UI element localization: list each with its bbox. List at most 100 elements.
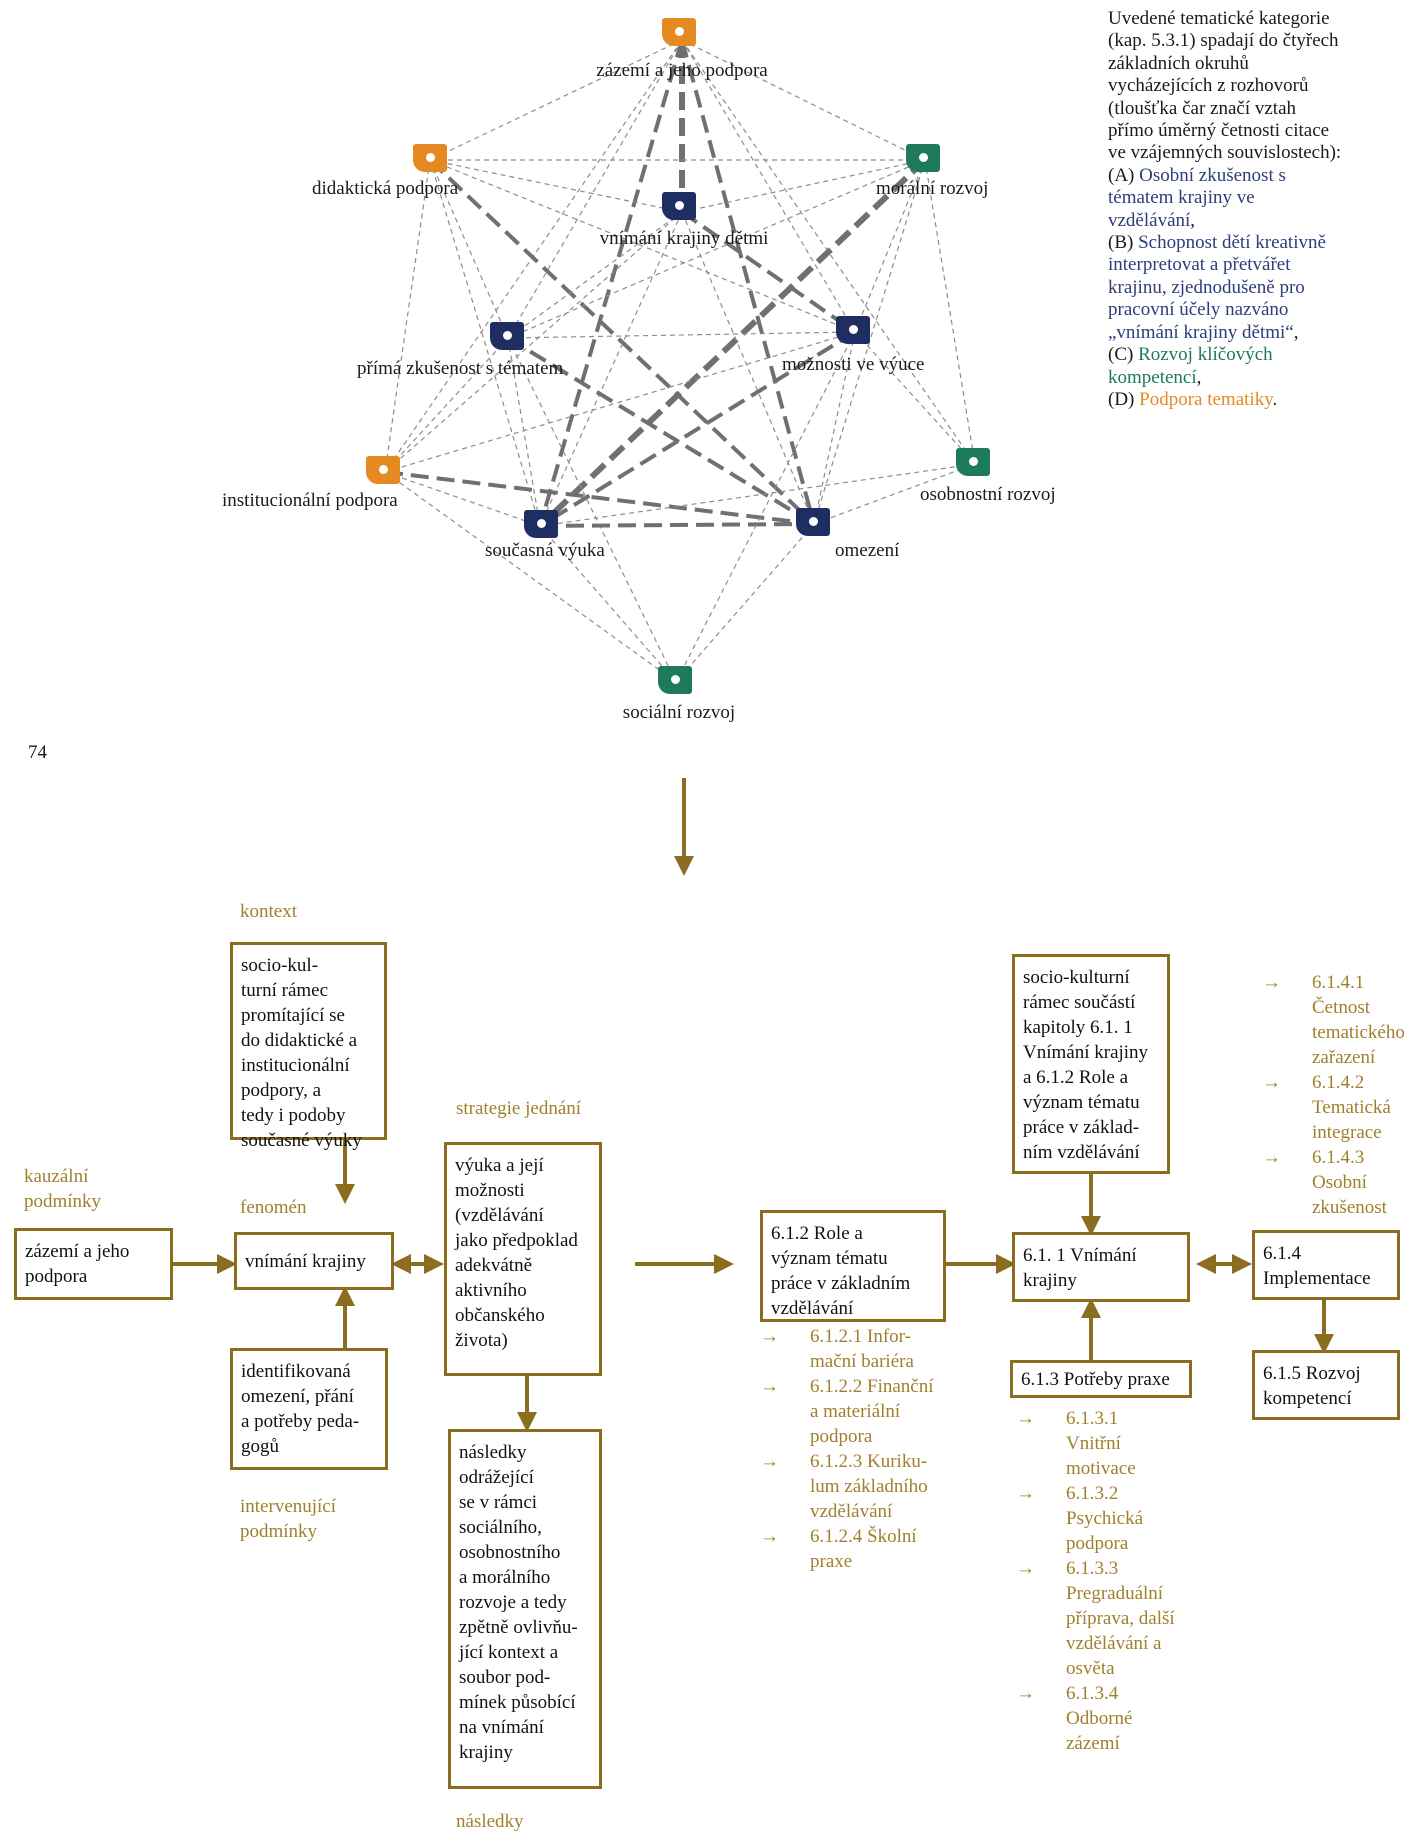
- list-item-text: 6.1.2.4 Školní praxe: [810, 1526, 917, 1572]
- node-moznosti-label: možnosti ve výuce: [782, 354, 925, 375]
- edge-omezeni-socialni: [675, 523, 815, 683]
- label-intervenujici: intervenující podmínky: [240, 1496, 337, 1542]
- edge-moznosti-socialni: [675, 331, 856, 683]
- box-role: 6.1.2 Role a význam tématu práce v zákla…: [760, 1210, 946, 1322]
- list-item: → 6.1.3.4 Odborné zázemí: [1016, 1681, 1206, 1756]
- node-moralni-icon: [906, 144, 940, 172]
- category-network: [384, 39, 976, 683]
- list-item: → 6.1.3.3 Pregraduální příprava, další vz…: [1016, 1556, 1206, 1681]
- node-zazemi-label: zázemí a jeho podpora: [596, 60, 768, 81]
- node-moralni-label: morální rozvoj: [876, 178, 989, 199]
- list-item: → 6.1.2.4 Školní praxe: [760, 1524, 960, 1574]
- category-c-text: Rozvoj klíčových kompetencí: [1108, 344, 1273, 388]
- edge-zazemi-moznosti: [681, 39, 856, 333]
- page-number: 74: [28, 742, 47, 763]
- node-socialni-label: sociální rozvoj: [622, 702, 736, 723]
- list-item-text: 6.1.2.3 Kuriku- lum základního vzděláván…: [810, 1451, 928, 1522]
- edge-moralni-vnimani: [681, 159, 926, 213]
- edge-didakticka-omezeni: [428, 158, 816, 526]
- edge-zazemi-didakticka: [429, 39, 683, 161]
- node-socialni-icon: [658, 666, 692, 694]
- list-item: → 6.1.2.1 Infor- mační bariéra: [760, 1324, 960, 1374]
- box-implementace: 6.1.4 Implementace: [1252, 1230, 1400, 1300]
- box-rozvoj: 6.1.5 Rozvoj kompetencí: [1252, 1350, 1400, 1420]
- node-vnimani-label: vnímání krajiny dětmi: [599, 228, 769, 249]
- edge-didakticka-vnimani: [429, 159, 683, 213]
- edge-vnimani-omezeni: [681, 211, 815, 525]
- list-item-text: 6.1.4.3 Osobní zkušenost: [1312, 1147, 1387, 1218]
- edge-vnimani-moznosti: [680, 210, 857, 334]
- edge-moznosti-institucionalni: [384, 331, 856, 473]
- box-vnimani-611: 6.1. 1 Vnímání krajiny: [1012, 1232, 1190, 1302]
- edge-moznosti-omezeni: [813, 331, 856, 525]
- edge-omezeni-osobnostni: [813, 463, 976, 525]
- edge-moralni-prima: [507, 159, 926, 339]
- list-item: → 6.1.3.2 Psychická podpora: [1016, 1481, 1206, 1556]
- list-item-text: 6.1.3.1 Vnitřní motivace: [1066, 1408, 1136, 1479]
- box-vnimani: vnímání krajiny: [234, 1232, 394, 1290]
- list-item-text: 6.1.2.1 Infor- mační bariéra: [810, 1326, 914, 1372]
- edge-vnimani-institucionalni: [384, 211, 683, 473]
- edge-zazemi-omezeni: [680, 39, 816, 525]
- edge-didakticka-moznosti: [429, 159, 856, 333]
- arrow-icon: →: [760, 1376, 779, 1397]
- arrow-icon: →: [1016, 1683, 1035, 1704]
- edge-prima-socialni: [507, 337, 677, 683]
- edge-zazemi-soucasna: [538, 39, 684, 527]
- list-item: →6.1.4.3 Osobní zkušenost: [1262, 1145, 1420, 1220]
- box-context: socio-kul- turní rámec promítající se do…: [230, 942, 387, 1151]
- box-vyuka: výuka a její možnosti (vzdělávání jako p…: [444, 1142, 602, 1376]
- arrow-icon: →: [760, 1326, 779, 1347]
- edge-moralni-soucasna: [537, 157, 928, 529]
- arrow-icon: →: [1016, 1558, 1035, 1579]
- edge-moznosti-osobnostni: [854, 331, 976, 465]
- label-strategie: strategie jednání: [456, 1098, 582, 1119]
- node-omezeni-label: omezení: [835, 540, 900, 561]
- label-kontext: kontext: [240, 901, 297, 922]
- node-omezeni-icon: [796, 508, 830, 536]
- edge-didakticka-institucionalni: [384, 159, 431, 473]
- edge-prima-omezeni: [506, 336, 816, 526]
- category-d-text: Podpora tematiky: [1139, 388, 1273, 410]
- node-soucasna-icon: [524, 510, 558, 538]
- sublist-role: →6.1.2.1 Infor- mační bariéra→6.1.2.2 Fi…: [760, 1324, 960, 1574]
- arrow-icon: →: [1016, 1483, 1035, 1504]
- arrow-icon: →: [1262, 1072, 1281, 1093]
- list-item: →6.1.4.2 Tematická integrace: [1262, 1070, 1420, 1145]
- edge-soucasna-omezeni: [539, 522, 815, 528]
- node-vnimani-icon: [662, 192, 696, 220]
- category-a-text: Osobní zkušenost s tématem krajiny ve vz…: [1108, 164, 1286, 231]
- edge-soucasna-osobnostni: [539, 463, 976, 527]
- category-b-text: Schopnost dětí kreativně interpretovat a…: [1108, 232, 1326, 343]
- arrow-icon: →: [760, 1451, 779, 1472]
- edge-vnimani-soucasna: [539, 211, 683, 527]
- node-institucionalni-icon: [366, 456, 400, 484]
- description-intro: Uvedené tematické kategorie (kap. 5.3.1)…: [1108, 8, 1342, 164]
- arrow-icon: →: [760, 1526, 779, 1547]
- edge-institucionalni-omezeni: [384, 470, 815, 526]
- arrow-icon: →: [1016, 1408, 1035, 1429]
- list-item-text: 6.1.3.4 Odborné zázemí: [1066, 1683, 1133, 1754]
- node-osobnostni-icon: [956, 448, 990, 476]
- node-institucionalni-label: institucionální podpora: [222, 490, 398, 511]
- list-item: → 6.1.3.1 Vnitřní motivace: [1016, 1406, 1206, 1481]
- network-description: Uvedené tematické kategorie (kap. 5.3.1)…: [1108, 8, 1342, 410]
- edge-institucionalni-soucasna: [384, 471, 541, 527]
- label-nasledky: následky: [456, 1811, 524, 1832]
- sublist-potreby: → 6.1.3.1 Vnitřní motivace → 6.1.3.2 Psychi…: [1016, 1406, 1206, 1756]
- list-item-text: 6.1.4.1 Četnost tematického zařazení: [1312, 972, 1405, 1068]
- list-item-text: 6.1.3.2 Psychická podpora: [1066, 1483, 1144, 1554]
- edge-moznosti-soucasna: [538, 330, 857, 528]
- edge-zazemi-moralni: [681, 39, 926, 161]
- box-omezeni: identifikovaná omezení, přání a potřeby …: [230, 1348, 388, 1470]
- node-prima-label: přímá zkušenost s tématem: [357, 358, 564, 379]
- edge-institucionalni-socialni: [384, 471, 677, 683]
- list-item-text: 6.1.3.3 Pregraduální příprava, další vzd…: [1066, 1558, 1175, 1679]
- node-zazemi-icon: [662, 18, 696, 46]
- list-item: → 6.1.2.3 Kuriku- lum základního vzdělává…: [760, 1449, 960, 1524]
- sublist-implementace: →6.1.4.1 Četnost tematického zařazení→6.…: [1262, 970, 1420, 1220]
- node-didakticka-icon: [413, 144, 447, 172]
- edge-prima-moznosti: [507, 331, 856, 339]
- edge-moralni-moznosti: [854, 159, 926, 333]
- node-prima-icon: [490, 322, 524, 350]
